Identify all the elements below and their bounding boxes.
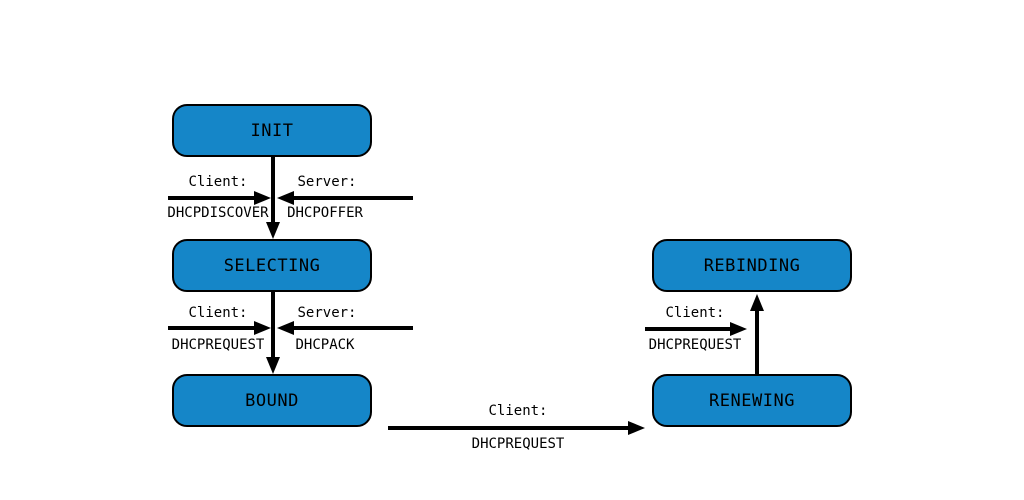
arrowhead-up-icon [750,294,764,311]
arrow-selecting-to-bound-line [271,292,275,357]
client-label-4: Client: [665,305,725,321]
server-message-2: DHCPACK [295,337,355,353]
arrowhead-left-icon [277,321,294,335]
client-message-3: DHCPREQUEST [471,436,565,452]
state-renewing-label: RENEWING [709,390,795,411]
client-message-4: DHCPREQUEST [648,337,742,353]
state-renewing: RENEWING [652,374,852,427]
arrowhead-right-icon [730,322,747,336]
state-rebinding: REBINDING [652,239,852,292]
server-message-line-1 [294,196,413,200]
arrowhead-right-icon [254,321,271,335]
server-message-line-2 [294,326,413,330]
arrow-renewing-to-rebinding-line [755,311,759,374]
state-bound: BOUND [172,374,372,427]
state-rebinding-label: REBINDING [703,255,801,276]
server-label-1: Server: [297,174,357,190]
client-message-1: DHCPDISCOVER [167,205,269,221]
client-label-3: Client: [488,403,548,419]
arrowhead-left-icon [277,191,294,205]
client-message-line-4 [645,327,730,331]
arrowhead-down-icon [266,222,280,239]
client-message-line-2 [168,326,254,330]
arrowhead-right-icon [628,421,645,435]
server-label-2: Server: [297,305,357,321]
state-init-label: INIT [250,120,294,141]
client-message-2: DHCPREQUEST [171,337,265,353]
client-label-1: Client: [188,174,248,190]
arrowhead-down-icon [266,357,280,374]
state-bound-label: BOUND [245,390,299,411]
arrowhead-right-icon [254,191,271,205]
server-message-1: DHCPOFFER [287,205,363,221]
client-message-line-1 [168,196,254,200]
client-label-2: Client: [188,305,248,321]
state-selecting-label: SELECTING [223,255,321,276]
state-init: INIT [172,104,372,157]
state-selecting: SELECTING [172,239,372,292]
arrow-bound-to-renewing-line [388,426,628,430]
arrow-init-to-selecting-line [271,157,275,222]
